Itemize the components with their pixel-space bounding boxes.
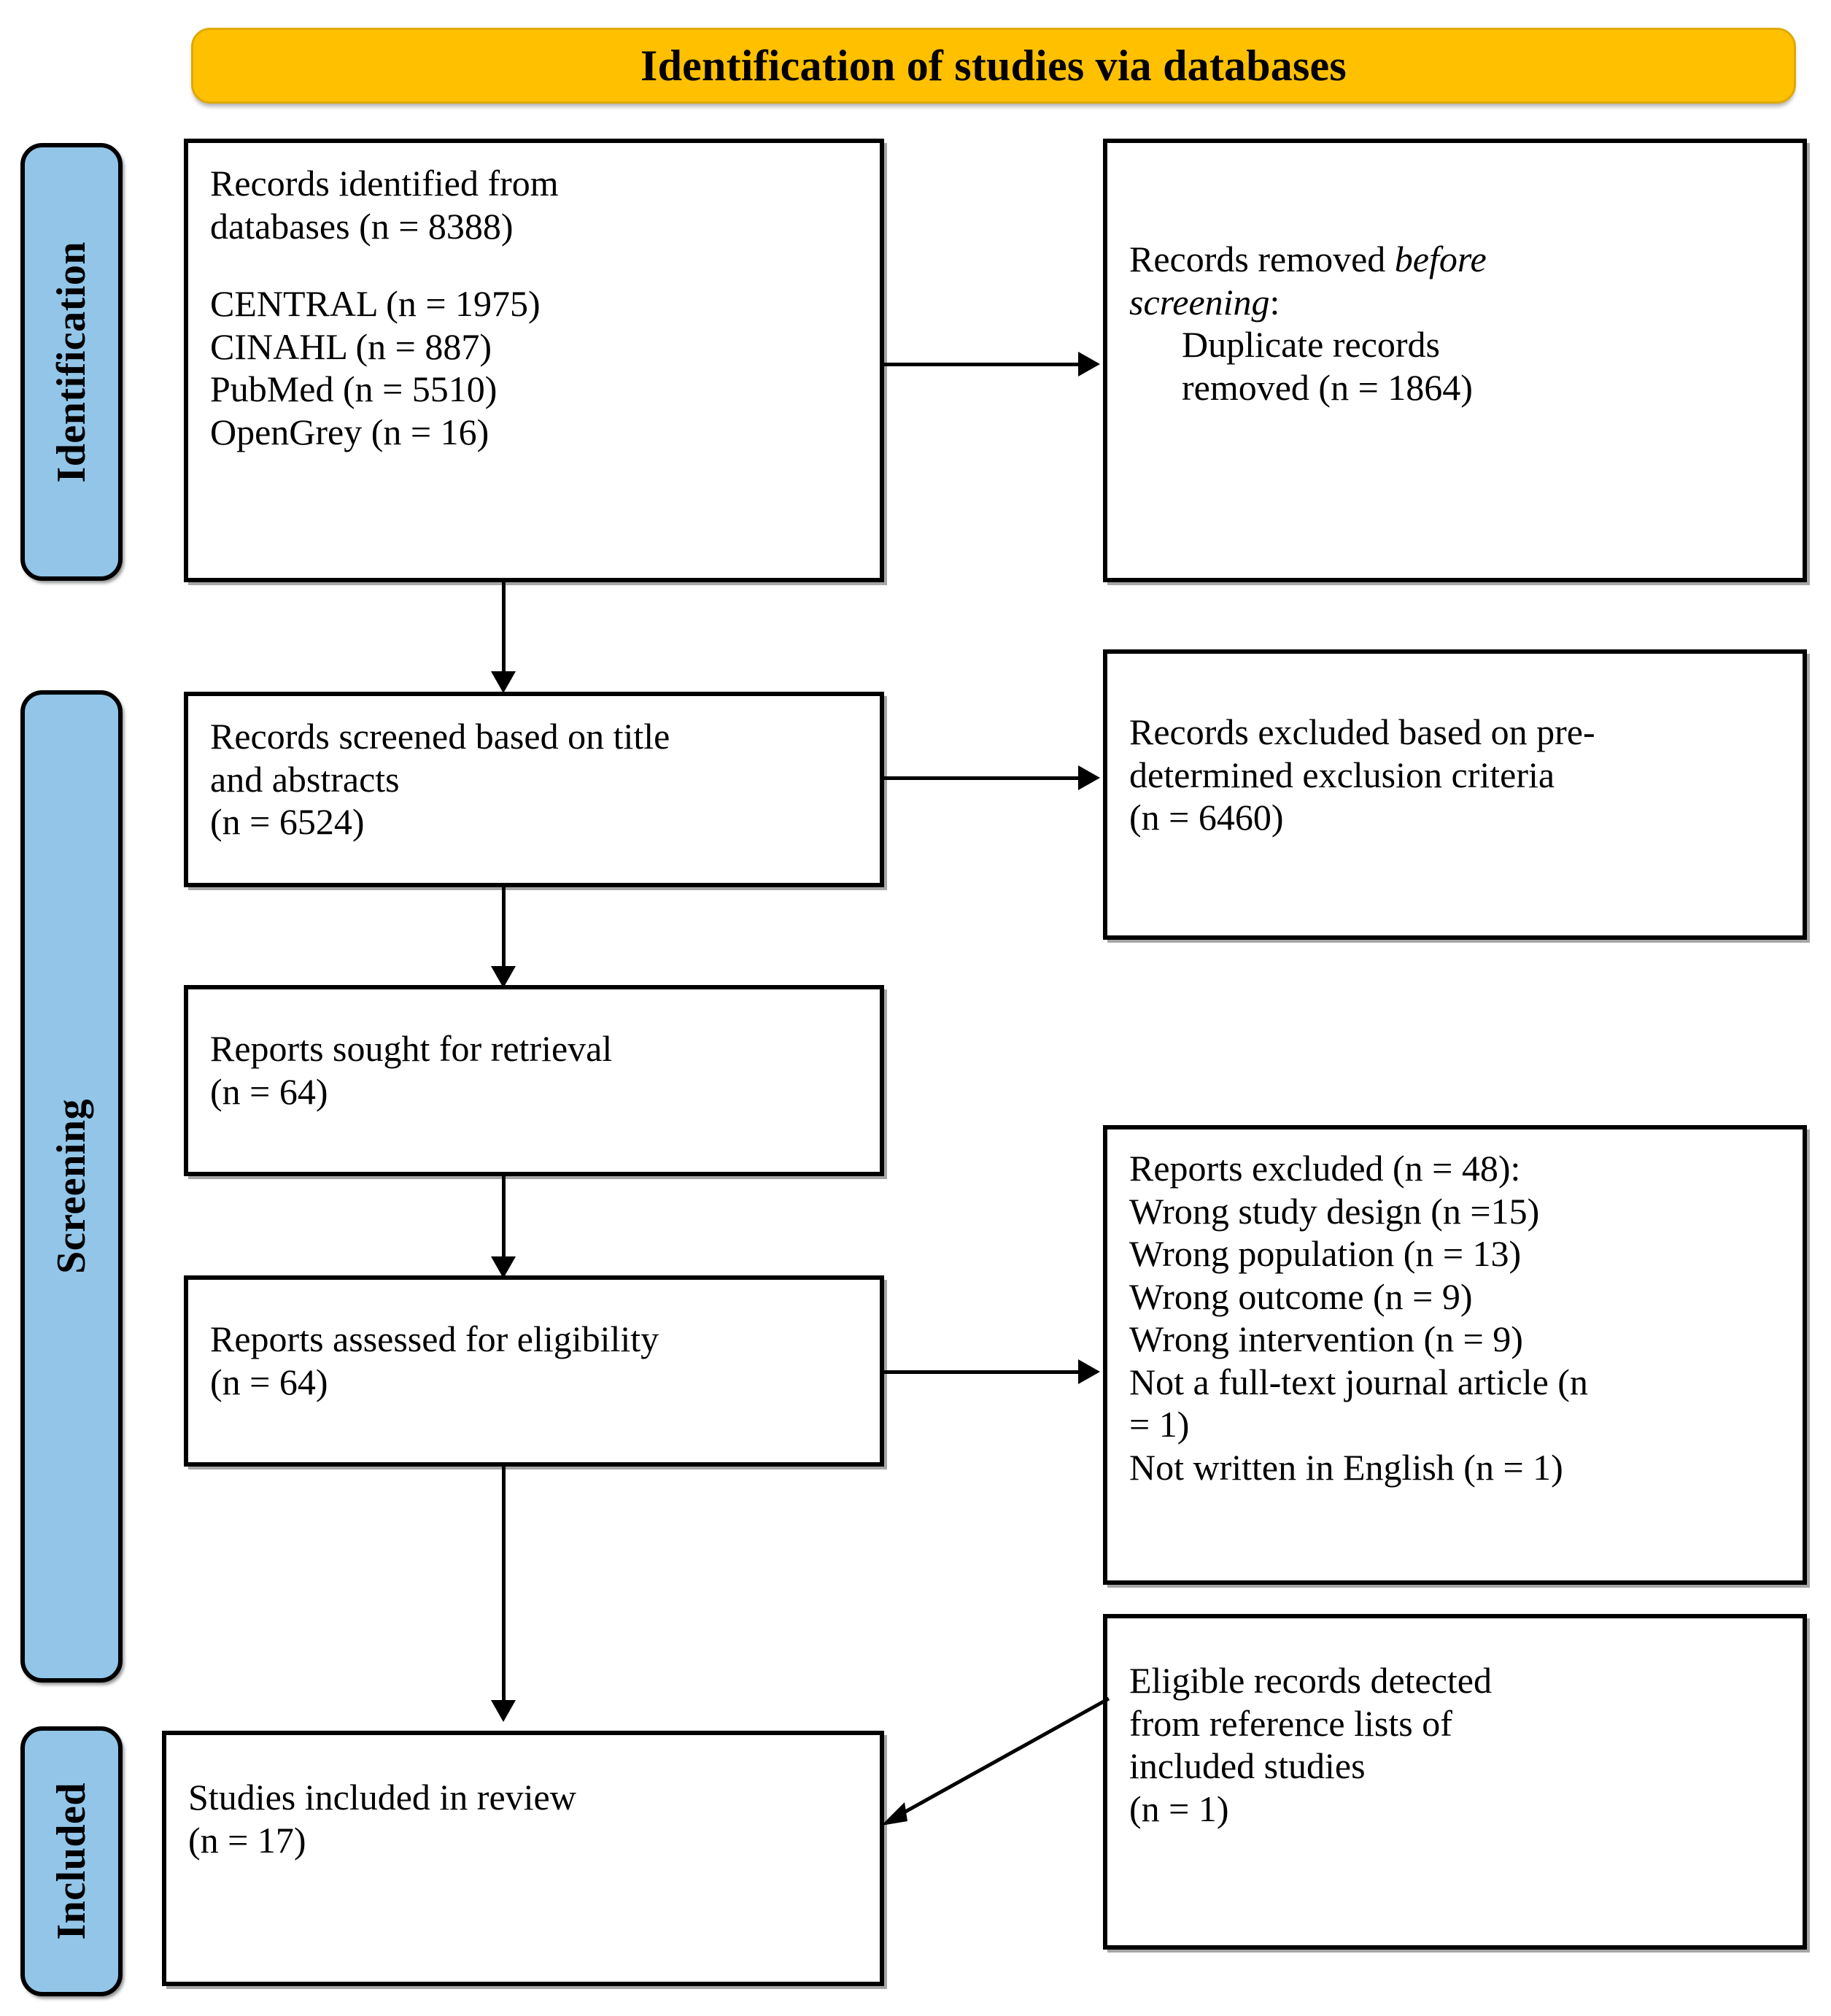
box-records-removed-before-screening: Records removed before screening: Duplic… [1103,139,1807,582]
records-removed-line2: screening: [1129,281,1781,324]
records-excluded-line1: Records excluded based on pre- [1129,711,1595,752]
box-eligible-records-from-reference-lists: Eligible records detected from reference… [1103,1614,1807,1950]
stage-label-included: Included [20,1726,123,1996]
source-cinahl: CINAHL (n = 887) [210,325,492,367]
reason-wrong-intervention: Wrong intervention (n = 9) [1129,1318,1523,1359]
stage-label-identification-text: Identification [49,241,94,483]
box-reports-sought-for-retrieval: Reports sought for retrieval (n = 64) [184,985,884,1176]
connector-assessed-to-included [502,1467,506,1707]
records-screened-line3: (n = 6524) [210,801,365,842]
connector-screened-to-excluded [884,776,1081,780]
connector-screened-to-sought [502,887,506,973]
records-excluded-line2: determined exclusion criteria [1129,754,1555,795]
reason-wrong-study-design: Wrong study design (n =15) [1129,1190,1540,1232]
banner-title: Identification of studies via databases [640,41,1347,90]
arrowhead-assessed-to-included [491,1700,516,1722]
reason-not-english: Not written in English (n = 1) [1129,1446,1563,1488]
records-identified-line1: Records identified from [210,163,559,204]
records-screened-line1: Records screened based on title [210,716,670,757]
banner-identification-via-databases: Identification of studies via databases [191,28,1796,104]
source-opengrey: OpenGrey (n = 16) [210,411,489,452]
stage-label-identification: Identification [20,143,123,581]
reports-sought-line1: Reports sought for retrieval [210,1028,613,1069]
reason-not-full-text-line1: Not a full-text journal article (n [1129,1361,1588,1402]
stage-label-included-text: Included [49,1783,94,1940]
connector-sought-to-assessed [502,1176,506,1264]
records-removed-line1: Records removed before [1129,238,1781,281]
records-removed-line2-italic: screening [1129,281,1270,323]
connector-identified-to-screened [502,582,506,677]
arrowhead-screened-to-excluded [1078,765,1100,790]
arrowhead-sought-to-assessed [491,1256,516,1278]
connector-identified-to-removed [884,363,1081,366]
box-records-excluded: Records excluded based on pre- determine… [1103,649,1807,940]
arrowhead-identified-to-removed [1078,352,1100,376]
reports-sought-line2: (n = 64) [210,1070,328,1112]
arrowhead-screened-to-sought [491,966,516,988]
duplicate-records-line3: Duplicate records [1182,324,1441,365]
reports-assessed-line1: Reports assessed for eligibility [210,1318,659,1359]
reason-wrong-outcome: Wrong outcome (n = 9) [1129,1275,1473,1317]
eligible-refs-line2: from reference lists of [1129,1702,1452,1744]
connector-eligible-refs-to-included [881,1696,1110,1826]
reports-assessed-line2: (n = 64) [210,1361,328,1402]
box-studies-included-in-review: Studies included in review (n = 17) [162,1731,884,1986]
records-removed-line2-suffix: : [1269,281,1280,323]
arrowhead-assessed-to-excluded [1078,1359,1100,1384]
records-identified-line2: databases (n = 8388) [210,205,514,247]
duplicate-records-line4: removed (n = 1864) [1182,366,1473,408]
box-records-identified-from-databases: Records identified from databases (n = 8… [184,139,884,582]
arrowhead-identified-to-screened [491,671,516,693]
box-records-screened: Records screened based on title and abst… [184,692,884,887]
studies-included-line1: Studies included in review [188,1777,576,1818]
box-reports-assessed-for-eligibility: Reports assessed for eligibility (n = 64… [184,1275,884,1467]
stage-label-screening: Screening [20,690,123,1683]
records-screened-line2: and abstracts [210,758,400,800]
reason-not-full-text-line2: = 1) [1129,1404,1190,1445]
records-removed-line1-italic: before [1394,239,1487,279]
studies-included-line2: (n = 17) [188,1819,306,1861]
records-excluded-line3: (n = 6460) [1129,797,1284,838]
source-pubmed: PubMed (n = 5510) [210,368,498,409]
source-central: CENTRAL (n = 1975) [210,283,541,324]
records-removed-line1-prefix: Records removed [1129,239,1395,279]
stage-label-screening-text: Screening [49,1099,94,1274]
connector-assessed-to-excluded [884,1370,1081,1374]
eligible-refs-line3: included studies [1129,1745,1366,1786]
reports-excluded-heading: Reports excluded (n = 48): [1129,1148,1521,1189]
box-reports-excluded-reasons: Reports excluded (n = 48): Wrong study d… [1103,1125,1807,1585]
reason-wrong-population: Wrong population (n = 13) [1129,1233,1522,1274]
spacer [210,247,858,282]
eligible-refs-line4: (n = 1) [1129,1788,1229,1829]
eligible-refs-line1: Eligible records detected [1129,1660,1492,1701]
